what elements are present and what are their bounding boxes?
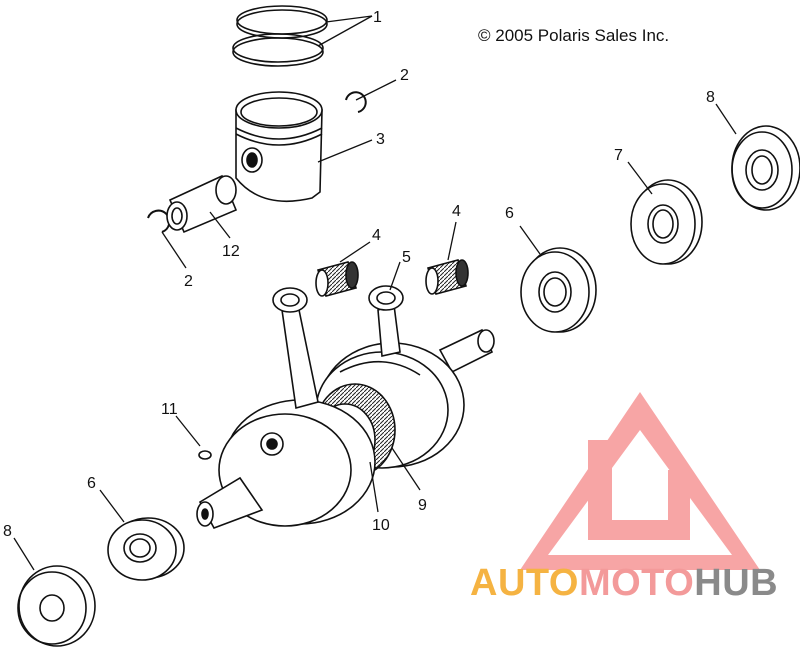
watermark-text: AUTOMOTOHUB	[470, 562, 778, 605]
piston	[235, 91, 323, 203]
watermark-moto: MOTO	[578, 562, 695, 604]
callout-8-right: 8	[706, 89, 715, 106]
connecting-rod-left	[272, 287, 319, 410]
callout-5: 5	[402, 249, 411, 266]
needle-bearing-left	[315, 261, 359, 297]
needle-bearing-right	[425, 259, 469, 295]
watermark-hub: HUB	[694, 562, 779, 604]
bearing-6-left	[107, 517, 185, 581]
woodruff-key	[198, 450, 212, 460]
leader-lines	[13, 15, 737, 571]
callout-10: 10	[372, 517, 390, 534]
seal-8-left	[17, 565, 96, 647]
bearing-7	[630, 179, 703, 265]
callout-4-left: 4	[372, 227, 381, 244]
watermark-logo	[520, 392, 760, 570]
callout-6-left: 6	[87, 475, 96, 492]
callout-1: 1	[373, 9, 382, 26]
callout-2-top: 2	[400, 67, 409, 84]
callout-2-bottom: 2	[184, 273, 193, 290]
seal-8-right	[731, 125, 800, 211]
callout-11: 11	[161, 401, 178, 418]
callout-12: 12	[222, 243, 240, 260]
crankshaft	[196, 328, 495, 529]
callout-8-left: 8	[3, 523, 12, 540]
callout-3: 3	[376, 131, 385, 148]
callout-9: 9	[418, 497, 427, 514]
watermark-auto: AUTO	[470, 562, 579, 604]
callout-4-right: 4	[452, 203, 461, 220]
wrist-pin	[166, 174, 238, 234]
circlip-top	[345, 91, 367, 113]
circlip-bottom	[147, 209, 171, 233]
piston-rings	[232, 5, 328, 67]
callout-labels: 1 2 3 2 12 4 4 5 6 7 8 11 6 8 10 9	[3, 9, 715, 540]
callout-7: 7	[614, 147, 623, 164]
copyright-notice: © 2005 Polaris Sales Inc.	[478, 26, 670, 45]
callout-6-right: 6	[505, 205, 514, 222]
bearing-6-right	[520, 247, 597, 333]
connecting-rod-right	[368, 285, 404, 357]
